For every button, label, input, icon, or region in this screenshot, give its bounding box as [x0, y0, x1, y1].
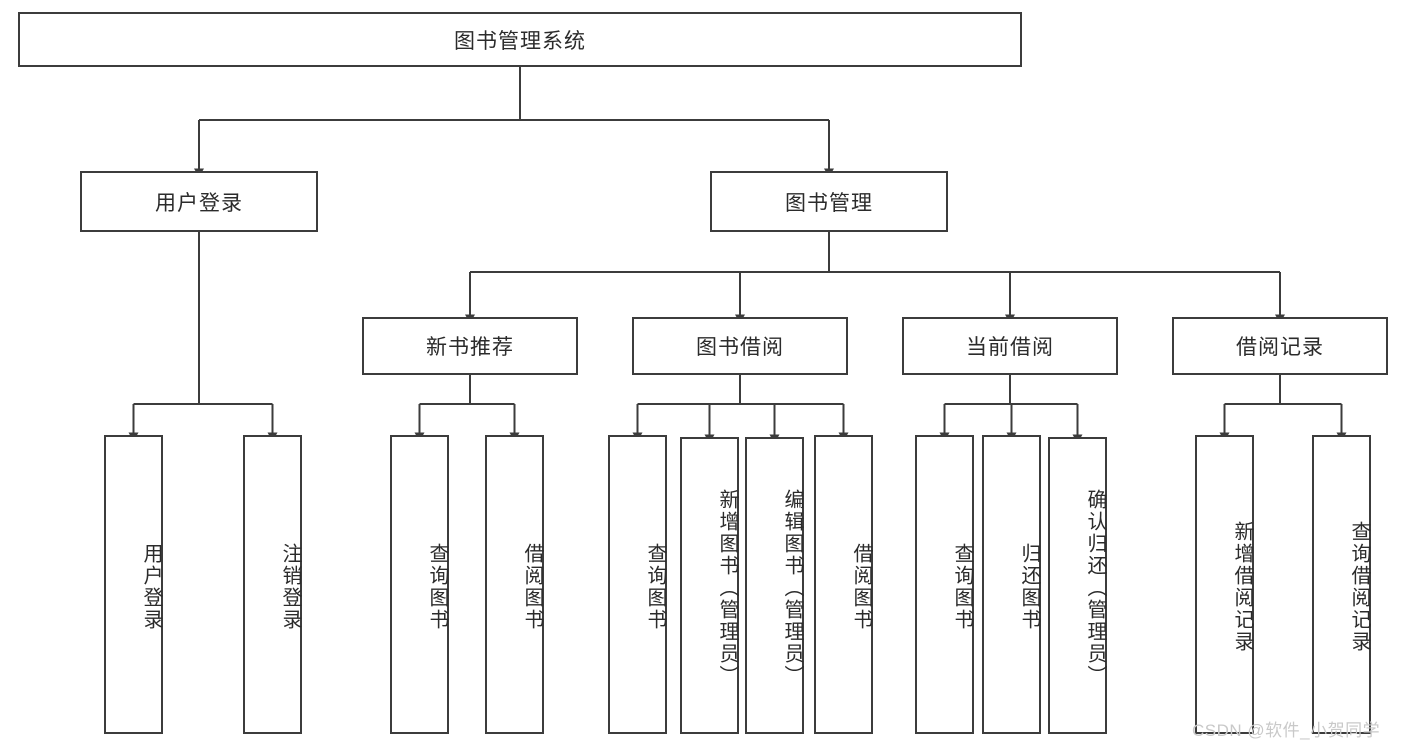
node-label: 新增图书（管理员） [716, 488, 738, 687]
node-leaf-add-book[interactable]: 新增图书（管理员） [680, 437, 739, 734]
node-label: 用户登录 [140, 542, 162, 631]
node-label: 图书管理系统 [454, 29, 586, 53]
node-label: 查询图书 [951, 542, 973, 631]
node-label: 新增借阅记录 [1231, 520, 1253, 653]
node-label: 图书借阅 [696, 336, 784, 359]
node-book-manage[interactable]: 图书管理 [710, 171, 948, 232]
node-leaf-user-login[interactable]: 用户登录 [104, 435, 163, 734]
node-user-login[interactable]: 用户登录 [80, 171, 318, 232]
node-label: 借阅记录 [1236, 336, 1324, 359]
node-new-book-rec[interactable]: 新书推荐 [362, 317, 578, 375]
node-leaf-add-record[interactable]: 新增借阅记录 [1195, 435, 1254, 734]
node-borrow-record[interactable]: 借阅记录 [1172, 317, 1388, 375]
node-leaf-query-book-3[interactable]: 查询图书 [915, 435, 974, 734]
node-label: 借阅图书 [850, 542, 872, 631]
node-label: 归还图书 [1018, 542, 1040, 631]
node-label: 用户登录 [155, 191, 243, 215]
node-label: 新书推荐 [426, 336, 514, 359]
node-leaf-edit-book[interactable]: 编辑图书（管理员） [745, 437, 804, 734]
node-leaf-confirm-return[interactable]: 确认归还（管理员） [1048, 437, 1107, 734]
node-label: 注销登录 [279, 542, 301, 631]
node-leaf-borrow-book-1[interactable]: 借阅图书 [485, 435, 544, 734]
node-label: 查询图书 [426, 542, 448, 631]
node-root[interactable]: 图书管理系统 [18, 12, 1022, 67]
node-leaf-query-book-2[interactable]: 查询图书 [608, 435, 667, 734]
node-leaf-return-book[interactable]: 归还图书 [982, 435, 1041, 734]
node-leaf-logout[interactable]: 注销登录 [243, 435, 302, 734]
node-book-borrow[interactable]: 图书借阅 [632, 317, 848, 375]
node-label: 查询借阅记录 [1348, 520, 1370, 653]
node-leaf-query-record[interactable]: 查询借阅记录 [1312, 435, 1371, 734]
node-label: 查询图书 [644, 542, 666, 631]
node-current-borrow[interactable]: 当前借阅 [902, 317, 1118, 375]
node-label: 图书管理 [785, 191, 873, 215]
node-leaf-borrow-book-2[interactable]: 借阅图书 [814, 435, 873, 734]
node-label: 确认归还（管理员） [1084, 488, 1106, 687]
node-leaf-query-book-1[interactable]: 查询图书 [390, 435, 449, 734]
node-label: 借阅图书 [521, 542, 543, 631]
node-label: 当前借阅 [966, 336, 1054, 359]
node-label: 编辑图书（管理员） [781, 488, 803, 687]
